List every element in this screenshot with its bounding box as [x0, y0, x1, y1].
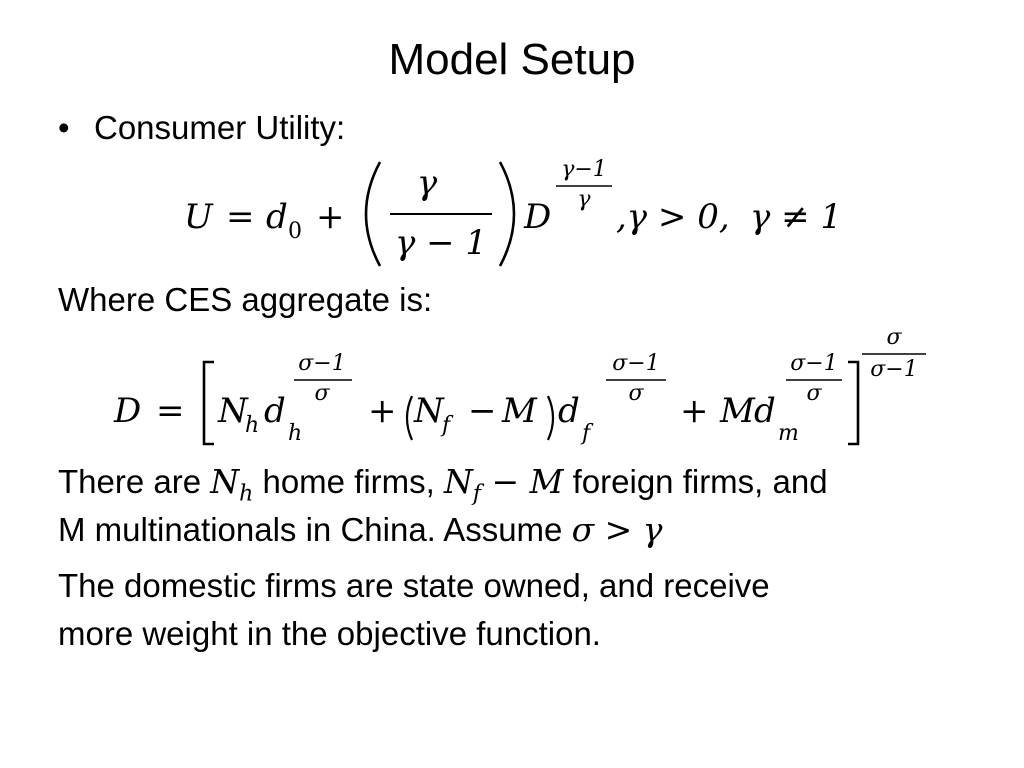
- eq-ces-right-paren: [546, 395, 555, 441]
- eq-ces-Nf: N: [413, 391, 445, 431]
- eq-u-symbol: U: [184, 197, 214, 237]
- eq-u-exp-den: γ: [577, 187, 591, 212]
- eq-ces-right-bracket: [848, 360, 860, 446]
- text-home-firms: home firms,: [253, 463, 444, 500]
- eq-ces-exp1-den: σ: [314, 381, 330, 406]
- eq-ces-left-bracket: [202, 360, 214, 446]
- utility-equation: U = d 0 + γ γ − 1 D γ−1 γ ,γ > 0, γ ≠ 1: [184, 157, 842, 267]
- bullet-marker: •: [58, 109, 70, 146]
- firms-description-line-2: M multinationals in China. Assume σ > γ: [58, 506, 662, 554]
- eq-u-D: D: [523, 197, 551, 237]
- eq-u-d: d: [266, 197, 288, 237]
- eq-ces-dh: d: [264, 391, 286, 431]
- eq-u-right-paren: [498, 161, 516, 267]
- eq-ces-Mm: M: [719, 391, 756, 431]
- eq-u-condition-1: ,γ > 0,: [616, 197, 730, 237]
- eq-ces-dm: d: [754, 391, 776, 431]
- eq-ces-exp2-num: σ−1: [612, 351, 659, 376]
- eq-u-exp-num: γ−1: [561, 157, 607, 182]
- firms-description-line-1: There are Nh home firms, Nf − M foreign …: [58, 458, 828, 519]
- state-owned-line-2: more weight in the objective function.: [58, 615, 601, 652]
- eq-u-d-sub: 0: [288, 219, 302, 244]
- eq-ces-exp2-den: σ: [628, 381, 644, 406]
- eq-ces-left-paren: [405, 395, 414, 441]
- eq-ces-D: D: [113, 391, 141, 431]
- eq-ces-plus-1: +: [368, 391, 397, 431]
- eq-ces-equals: =: [156, 391, 185, 431]
- text-multinationals: M multinationals in China. Assume: [58, 511, 572, 548]
- eq-ces-exp1-num: σ−1: [298, 351, 345, 376]
- eq-ces-Nf-sub: f: [440, 413, 454, 438]
- ces-intro-text: Where CES aggregate is:: [58, 281, 433, 318]
- eq-ces-minus: −: [468, 391, 497, 431]
- eq-u-condition-2: γ ≠ 1: [750, 197, 842, 237]
- eq-ces-Nh: N: [217, 391, 249, 431]
- slide-title: Model Setup: [388, 35, 636, 84]
- eq-ces-outer-exp-den: σ−1: [870, 357, 917, 382]
- math-Nh: Nh: [210, 462, 254, 507]
- text-foreign-firms: foreign firms, and: [563, 463, 828, 500]
- eq-u-left-paren: [364, 161, 382, 267]
- text-there-are: There are: [58, 463, 211, 500]
- eq-ces-Nh-sub: h: [245, 413, 259, 438]
- eq-ces-dm-sub: m: [778, 421, 799, 446]
- eq-ces-exp3-den: σ: [806, 381, 822, 406]
- eq-u-plus: +: [316, 197, 345, 237]
- eq-ces-outer-exp-num: σ: [886, 325, 902, 350]
- eq-u-frac-num: γ: [417, 163, 438, 203]
- math-sigma-gt-gamma: σ > γ: [571, 510, 663, 549]
- state-owned-line-1: The domestic firms are state owned, and …: [58, 567, 770, 604]
- eq-u-equals: =: [226, 197, 255, 237]
- consumer-utility-label: Consumer Utility:: [94, 109, 346, 146]
- math-Nf-minus-M: Nf − M: [444, 462, 564, 507]
- eq-ces-dh-sub: h: [288, 421, 302, 446]
- eq-ces-plus-2: +: [680, 391, 709, 431]
- ces-equation: D = N h d h σ−1 σ + N f − M d f σ−1 σ + …: [113, 325, 926, 446]
- eq-ces-df-sub: f: [580, 421, 594, 446]
- eq-ces-exp3-num: σ−1: [790, 351, 837, 376]
- eq-ces-df: d: [558, 391, 580, 431]
- eq-ces-M: M: [501, 391, 538, 431]
- eq-u-frac-den: γ − 1: [395, 223, 487, 263]
